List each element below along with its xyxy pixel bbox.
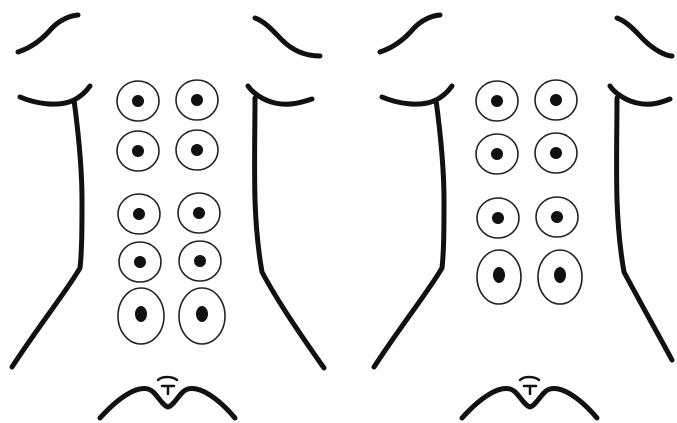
electrode-array-right: [476, 80, 582, 304]
left-shoulder-arm-outline: [12, 86, 90, 367]
electrode-pad-icon: [536, 197, 578, 237]
electrode-pad-icon: [119, 242, 161, 282]
neck-left-curve: [380, 15, 440, 52]
electrode-pad-icon: [476, 134, 518, 174]
electrode-pad-icon: [476, 81, 518, 121]
torso-figure-left: [12, 15, 324, 418]
neck-left-curve: [18, 15, 78, 52]
electrode-pad-icon: [535, 80, 577, 120]
sacrum-marker-icon: [158, 377, 177, 394]
right-shoulder-arm-outline: [610, 86, 672, 360]
right-shoulder-arm-outline: [248, 86, 324, 368]
electrode-pad-icon: [477, 250, 521, 304]
electrode-pad-icon: [477, 198, 519, 238]
torso-figure-right: [374, 15, 672, 418]
electrode-pad-icon: [176, 130, 218, 170]
electrode-pad-icon: [178, 193, 220, 233]
left-shoulder-arm-outline: [374, 86, 452, 367]
electrode-pad-icon: [118, 194, 160, 234]
electrode-pad-icon: [176, 80, 218, 120]
electrode-pad-icon: [179, 241, 221, 281]
neck-right-curve: [255, 18, 320, 56]
neck-right-curve: [617, 18, 672, 56]
electrode-pad-icon: [179, 288, 225, 344]
electrode-pad-icon: [118, 288, 164, 344]
electrode-array-left: [117, 80, 225, 344]
electrode-pad-icon: [117, 81, 159, 121]
electrode-pad-icon: [535, 133, 577, 173]
electrode-pad-icon: [117, 131, 159, 171]
electrode-pad-icon: [538, 250, 582, 304]
sacrum-marker-icon: [520, 377, 539, 394]
